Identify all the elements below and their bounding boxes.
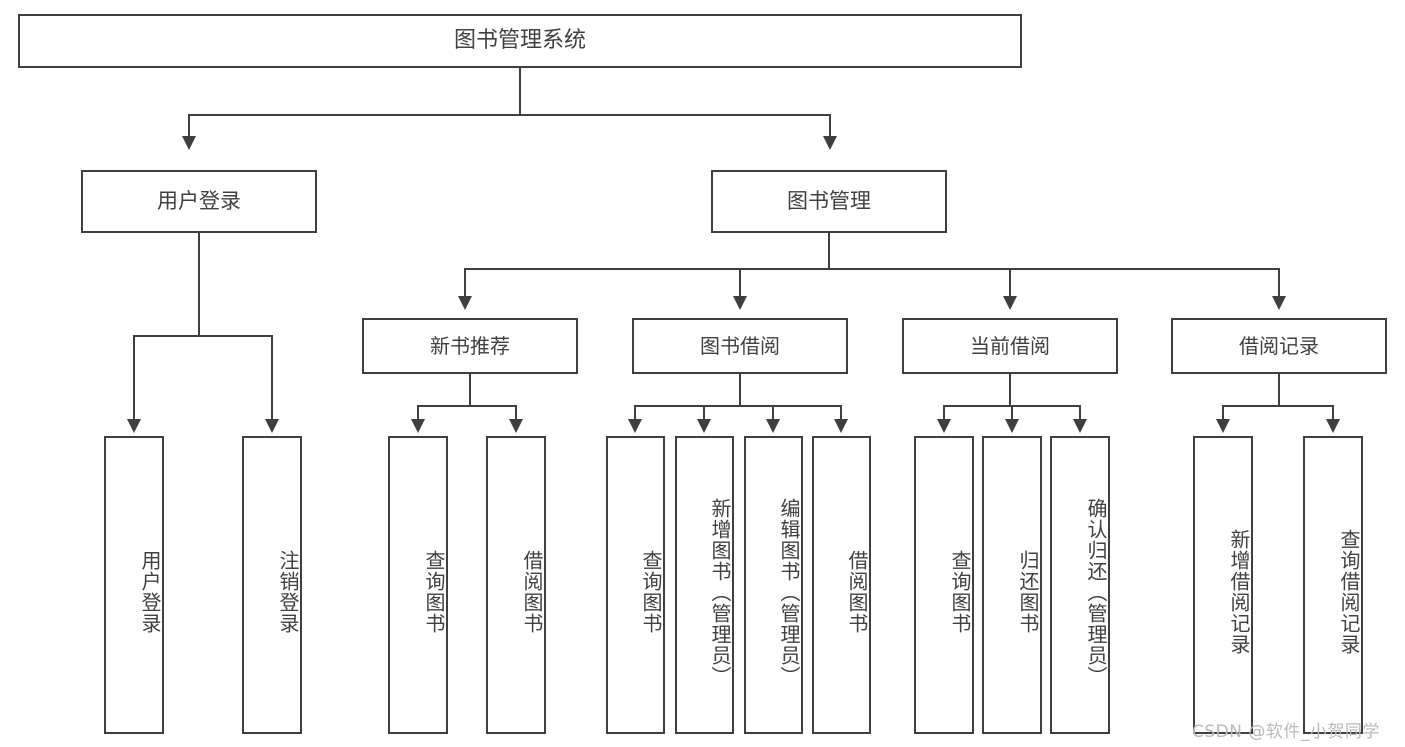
connector-drop-new-book-recommend: [464, 268, 466, 298]
connector-book-management-bus: [464, 268, 1279, 270]
node-user-login[interactable]: 用户登录: [81, 170, 317, 233]
connector-borrow-record-bus: [1222, 405, 1334, 407]
connector-drop-leaf-return-book: [1011, 405, 1013, 421]
node-label: 用户登录: [157, 189, 241, 214]
connector-drop-leaf-query-record: [1332, 405, 1334, 421]
node-label: 借阅记录: [1239, 333, 1319, 358]
connector-drop-leaf-user-logout: [271, 335, 273, 421]
node-label: 当前借阅: [970, 333, 1050, 358]
connector-current-borrow-stem: [1009, 374, 1011, 405]
connector-drop-user-login: [188, 114, 190, 138]
arrow-down-icon-book-borrow: [733, 296, 747, 310]
node-current-borrow[interactable]: 当前借阅: [902, 318, 1118, 374]
connector-user-login-bus: [133, 335, 272, 337]
node-leaf-edit-book[interactable]: 编辑图书（管理员）: [744, 436, 803, 734]
connector-book-borrow-bus: [634, 405, 842, 407]
connector-drop-leaf-query-book-3: [943, 405, 945, 421]
node-root-system[interactable]: 图书管理系统: [18, 14, 1022, 68]
node-leaf-add-record[interactable]: 新增借阅记录: [1193, 436, 1253, 734]
arrow-down-icon-leaf-add-book: [697, 419, 711, 433]
node-label: 归还图书: [1016, 550, 1040, 634]
arrow-down-icon-borrow-record: [1272, 296, 1286, 310]
connector-drop-borrow-record: [1278, 268, 1280, 298]
node-label: 新增图书（管理员）: [708, 497, 732, 687]
arrow-down-icon-leaf-query-book-1: [411, 419, 425, 433]
arrow-down-icon-leaf-return-book: [1005, 419, 1019, 433]
connector-drop-leaf-borrow-book-1: [515, 405, 517, 421]
node-label: 查询图书: [639, 550, 663, 634]
node-label: 确认归还（管理员）: [1084, 497, 1108, 687]
node-label: 查询图书: [422, 550, 446, 634]
node-leaf-query-book-1[interactable]: 查询图书: [388, 436, 448, 734]
connector-drop-leaf-borrow-book-2: [840, 405, 842, 421]
node-book-management[interactable]: 图书管理: [711, 170, 947, 233]
arrow-down-icon-leaf-query-record: [1326, 419, 1340, 433]
arrow-down-icon-leaf-query-book-3: [937, 419, 951, 433]
connector-drop-leaf-query-book-2: [634, 405, 636, 421]
node-leaf-query-book-3[interactable]: 查询图书: [914, 436, 974, 734]
node-book-borrow[interactable]: 图书借阅: [632, 318, 848, 374]
node-label: 查询借阅记录: [1337, 529, 1361, 655]
node-label: 新增借阅记录: [1227, 529, 1251, 655]
node-borrow-record[interactable]: 借阅记录: [1171, 318, 1387, 374]
connector-drop-leaf-edit-book: [772, 405, 774, 421]
arrow-down-icon-leaf-add-record: [1216, 419, 1230, 433]
node-label: 编辑图书（管理员）: [777, 497, 801, 687]
arrow-down-icon-leaf-query-book-2: [628, 419, 642, 433]
node-label: 用户登录: [138, 550, 162, 634]
connector-root-bus: [188, 114, 831, 116]
connector-drop-leaf-add-book: [703, 405, 705, 421]
node-label: 查询图书: [948, 550, 972, 634]
node-leaf-borrow-book-1[interactable]: 借阅图书: [486, 436, 546, 734]
connector-drop-book-borrow: [739, 268, 741, 298]
node-label: 新书推荐: [430, 333, 510, 358]
node-label: 注销登录: [276, 550, 300, 634]
node-leaf-borrow-book-2[interactable]: 借阅图书: [812, 436, 871, 734]
node-label: 图书管理: [787, 189, 871, 214]
node-leaf-user-logout[interactable]: 注销登录: [242, 436, 302, 734]
arrow-down-icon-leaf-borrow-book-2: [834, 419, 848, 433]
connector-root-stem: [519, 68, 521, 114]
arrow-down-icon-leaf-user-logout: [265, 419, 279, 433]
connector-book-management-stem: [828, 233, 830, 268]
node-label: 借阅图书: [845, 550, 869, 634]
arrow-down-icon-leaf-user-login: [127, 419, 141, 433]
arrow-down-icon-leaf-confirm-return: [1073, 419, 1087, 433]
node-leaf-query-record[interactable]: 查询借阅记录: [1303, 436, 1363, 734]
node-leaf-query-book-2[interactable]: 查询图书: [606, 436, 665, 734]
node-leaf-return-book[interactable]: 归还图书: [982, 436, 1042, 734]
node-leaf-user-login[interactable]: 用户登录: [104, 436, 164, 734]
connector-borrow-record-stem: [1278, 374, 1280, 405]
arrow-down-icon-leaf-borrow-book-1: [509, 419, 523, 433]
arrow-down-icon-new-book-recommend: [458, 296, 472, 310]
csdn-watermark: CSDN @软件_小贺同学: [1192, 722, 1380, 742]
node-new-book-recommend[interactable]: 新书推荐: [362, 318, 578, 374]
connector-new-book-recommend-bus: [417, 405, 517, 407]
connector-drop-leaf-confirm-return: [1079, 405, 1081, 421]
connector-drop-book-management: [829, 114, 831, 138]
connector-book-borrow-stem: [739, 374, 741, 405]
node-label: 图书管理系统: [453, 28, 586, 54]
node-leaf-confirm-return[interactable]: 确认归还（管理员）: [1050, 436, 1110, 734]
arrow-down-icon-current-borrow: [1003, 296, 1017, 310]
node-label: 借阅图书: [520, 550, 544, 634]
connector-drop-leaf-user-login: [133, 335, 135, 421]
node-leaf-add-book[interactable]: 新增图书（管理员）: [675, 436, 734, 734]
arrow-down-icon-user-login: [182, 136, 196, 150]
connector-drop-leaf-add-record: [1222, 405, 1224, 421]
connector-user-login-stem: [198, 233, 200, 335]
connector-drop-current-borrow: [1009, 268, 1011, 298]
node-label: 图书借阅: [700, 333, 780, 358]
connector-drop-leaf-query-book-1: [417, 405, 419, 421]
arrow-down-icon-book-management: [823, 136, 837, 150]
connector-new-book-recommend-stem: [469, 374, 471, 405]
arrow-down-icon-leaf-edit-book: [766, 419, 780, 433]
